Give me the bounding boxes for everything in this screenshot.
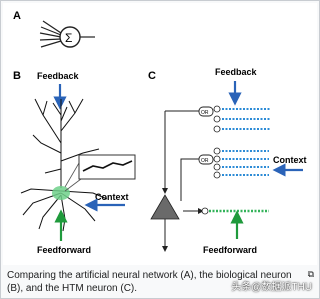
- artificial-neuron: Σ: [39, 20, 95, 48]
- proximal-dendrite: [183, 207, 269, 215]
- context-dendrites: OR: [198, 147, 269, 179]
- c-context-label: Context: [273, 155, 307, 165]
- b-feedback-label: Feedback: [37, 71, 80, 81]
- expand-icon[interactable]: ⧉: [307, 269, 314, 279]
- htm-neuron-body: [150, 110, 199, 252]
- cell-body: [52, 186, 70, 200]
- sigma-symbol: Σ: [65, 31, 72, 45]
- neuron-comparison-diagram: A Σ B Feedback: [13, 10, 307, 255]
- b-context-label: Context: [95, 192, 129, 202]
- figure-image[interactable]: A Σ B Feedback: [3, 3, 317, 265]
- c-feedforward-label: Feedforward: [203, 245, 257, 255]
- figure-caption: Comparing the artificial neural network …: [7, 270, 292, 294]
- or-gate-feedback-label: OR: [201, 110, 209, 116]
- biological-neuron: [20, 98, 108, 232]
- watermark: 头条@数据派THU: [231, 282, 312, 293]
- or-gate-context-label: OR: [201, 158, 209, 164]
- dendrite-zoom-inset: [64, 154, 136, 192]
- panel-a-label: A: [13, 10, 21, 22]
- feedback-dendrites: OR: [198, 105, 271, 133]
- panel-c-label: C: [148, 70, 156, 82]
- b-feedforward-label: Feedforward: [37, 245, 91, 255]
- panel-b-label: B: [13, 70, 21, 82]
- c-feedback-label: Feedback: [215, 67, 258, 77]
